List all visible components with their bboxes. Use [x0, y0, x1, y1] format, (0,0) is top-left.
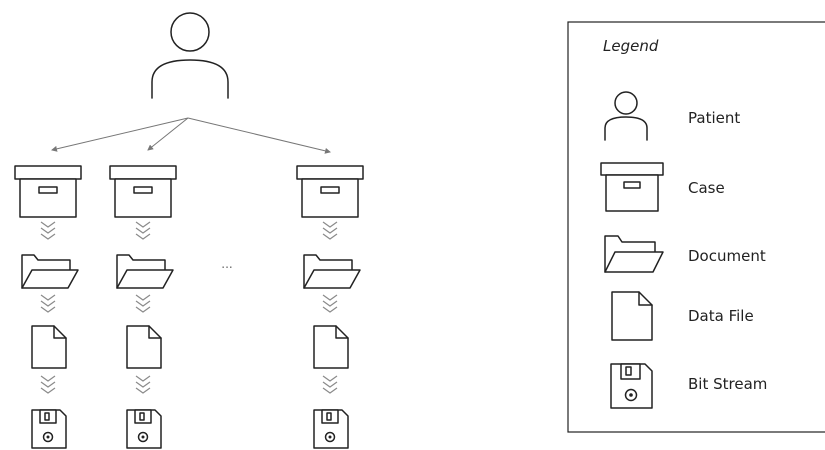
document-folder-icon [604, 235, 664, 273]
document-folder-icon [21, 254, 79, 289]
floppy-disk-icon [610, 363, 653, 409]
floppy-disk-icon [31, 409, 67, 449]
ellipsis: ... [221, 257, 232, 271]
legend-frame [567, 21, 825, 433]
data-file-icon [313, 325, 349, 369]
patient-icon [604, 91, 648, 141]
case-box-icon [600, 162, 664, 212]
case-box-icon [14, 165, 82, 218]
case-box-icon [296, 165, 364, 218]
legend-item-document: Document [604, 235, 766, 273]
chevron-down-icon [40, 221, 56, 240]
chevron-down-icon [40, 375, 56, 394]
case-box-icon [109, 165, 177, 218]
document-folder-icon [303, 254, 361, 289]
legend-item-patient: Patient [604, 91, 740, 141]
floppy-disk-icon [126, 409, 162, 449]
legend-item-case: Case [600, 162, 725, 212]
patient-to-case-arrows [51, 117, 331, 154]
column-1 [14, 165, 82, 449]
floppy-disk-icon [313, 409, 349, 449]
chevron-down-icon [322, 375, 338, 394]
legend-label: Bit Stream [688, 375, 767, 393]
data-file-icon [611, 291, 653, 341]
legend-label: Patient [688, 109, 740, 127]
chevron-down-icon [135, 221, 151, 240]
chevron-down-icon [40, 294, 56, 313]
legend-item-data-file: Data File [611, 291, 754, 341]
column-3 [296, 165, 364, 449]
document-folder-icon [116, 254, 174, 289]
chevron-down-icon [322, 294, 338, 313]
legend-title: Legend [603, 37, 659, 55]
chevron-down-icon [322, 221, 338, 240]
chevron-down-icon [135, 294, 151, 313]
legend-label: Document [688, 247, 766, 265]
legend-item-bit-stream: Bit Stream [610, 363, 767, 409]
legend: Legend Patient Case Document [567, 21, 825, 433]
chevron-down-icon [135, 375, 151, 394]
legend-label: Case [688, 179, 725, 197]
legend-label: Data File [688, 307, 754, 325]
column-2 [109, 165, 177, 449]
data-file-icon [31, 325, 67, 369]
root-patient-icon [151, 12, 229, 99]
data-file-icon [126, 325, 162, 369]
